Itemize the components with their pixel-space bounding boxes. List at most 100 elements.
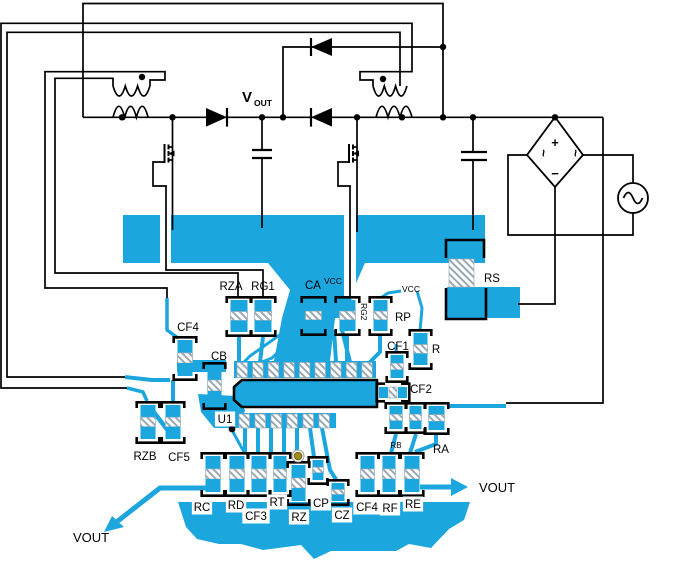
junction-dot — [169, 114, 176, 121]
pad — [254, 300, 272, 312]
label-vout-28: VOUT — [73, 530, 109, 545]
junction-dot — [439, 114, 447, 121]
terminal-bracket — [408, 329, 433, 336]
copper-trace — [261, 328, 302, 364]
body-hatch — [428, 414, 445, 422]
label-cf3-20: CF3 — [245, 511, 267, 523]
terminal-bracket — [160, 401, 186, 408]
pad — [360, 456, 375, 469]
inductor-winding — [112, 105, 149, 121]
label-halo — [310, 495, 332, 511]
ic-pin-pad — [283, 362, 295, 378]
pad — [273, 456, 287, 469]
pad — [409, 420, 422, 429]
pad — [389, 406, 403, 415]
body-hatch — [254, 311, 272, 321]
copper-trace — [165, 298, 180, 340]
pad — [398, 387, 407, 398]
component-r-mid — [404, 402, 427, 434]
bridge-rectifier-diamond — [525, 115, 585, 189]
junction-dot — [551, 114, 559, 121]
pad — [413, 333, 428, 345]
pad — [230, 320, 248, 332]
diode-triangle — [311, 108, 332, 127]
copper-trace — [308, 427, 316, 458]
pad — [390, 369, 404, 378]
component-cf5 — [160, 401, 186, 444]
pad — [373, 300, 388, 312]
component-rz — [286, 461, 311, 506]
label-halo — [379, 500, 401, 516]
label-rza-0: RZA — [220, 281, 243, 293]
terminal-bracket — [300, 296, 327, 303]
component-cp — [307, 456, 329, 485]
pad — [339, 300, 356, 312]
body-hatch — [390, 362, 404, 371]
pad — [165, 405, 181, 418]
copper-trace — [112, 485, 208, 526]
schematic-wire — [337, 161, 351, 296]
rs-copper-pad — [447, 287, 520, 318]
pad — [339, 319, 356, 331]
body-hatch — [177, 352, 193, 364]
pad — [390, 355, 404, 364]
label-halo — [242, 508, 270, 524]
component-rp — [368, 296, 393, 336]
label-cf2-10: CF2 — [410, 384, 432, 396]
pad — [205, 456, 221, 469]
copper-trace — [368, 336, 382, 364]
body-hatch — [229, 468, 245, 480]
ic-pin-pad — [238, 413, 250, 429]
ic-pin-pad — [286, 413, 298, 429]
pad — [205, 479, 221, 492]
component-rf — [377, 452, 401, 497]
junction-dot — [439, 43, 447, 51]
inductor-winding — [375, 105, 413, 121]
component-rg2 — [334, 296, 361, 336]
ic-pin-pad — [318, 413, 330, 429]
terminal-bracket — [249, 296, 277, 303]
terminal-bracket — [401, 382, 411, 403]
copper-trace — [315, 287, 327, 298]
vout-net-label-sub: OUT — [254, 98, 273, 108]
label-halo — [191, 499, 213, 515]
schematic-wire — [507, 154, 634, 236]
pad — [305, 300, 322, 312]
pad — [360, 479, 375, 492]
copper-trace — [242, 320, 299, 364]
pad — [140, 426, 156, 439]
pad — [165, 426, 181, 439]
schematic-wire — [44, 70, 168, 298]
pad — [331, 483, 345, 490]
schematic-wire — [54, 77, 239, 296]
label-halo — [402, 496, 424, 512]
label-halo — [288, 509, 310, 525]
component-rb — [384, 402, 408, 434]
terminal-bracket — [423, 428, 450, 435]
label-ca-2: CA — [305, 280, 321, 292]
component-rs-hatch — [448, 258, 475, 288]
schematic-wire — [583, 154, 634, 183]
label-r-9: R — [432, 344, 440, 356]
copper-trace — [309, 335, 315, 363]
component-rza — [225, 296, 253, 337]
terminal-bracket — [200, 490, 226, 497]
body-hatch — [389, 413, 403, 422]
junction-dot — [118, 114, 126, 121]
terminal-bracket — [135, 401, 161, 408]
label-cf4-25: CF4 — [356, 502, 378, 514]
copper-trace — [414, 435, 438, 454]
terminal-bracket — [399, 490, 425, 497]
body-hatch — [339, 310, 356, 321]
copper-trace — [415, 290, 424, 332]
pad — [251, 479, 267, 492]
copper-trace — [231, 431, 246, 453]
pad — [273, 479, 287, 492]
junction-dot — [353, 114, 361, 121]
copper-trace — [332, 329, 338, 363]
u1-pin1-dot — [228, 425, 236, 433]
label-ra-12: RA — [433, 444, 449, 456]
label-vcc-4: VCC — [402, 284, 420, 294]
schematic-wire — [82, 2, 444, 118]
